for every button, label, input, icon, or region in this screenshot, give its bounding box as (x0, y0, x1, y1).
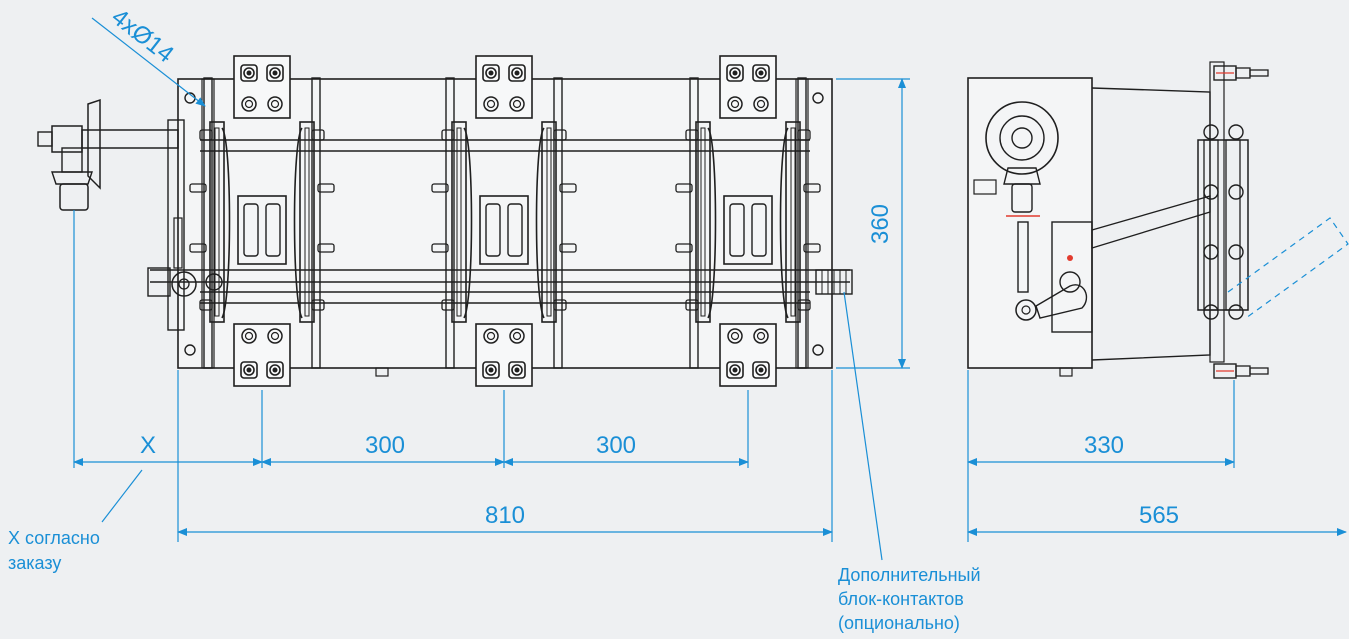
aux-note-line1: Дополнительный (838, 565, 981, 585)
dimensions (73, 17, 1347, 561)
side-housing (967, 77, 1093, 369)
dim-pitch-2: 300 (596, 432, 636, 459)
side-view (967, 61, 1349, 379)
base-plate (177, 78, 833, 369)
hole-callout: 4xØ14 (106, 3, 178, 68)
dim-x-label: X (140, 432, 156, 459)
front-view (37, 56, 853, 386)
dim-height: 360 (867, 204, 894, 244)
mounting-hole-icon (812, 92, 824, 104)
x-note-line2: заказу (8, 553, 61, 573)
dim-side-depth: 330 (1084, 432, 1124, 459)
drive-wheel-icon (985, 101, 1059, 175)
drive-handle (37, 98, 223, 331)
mounting-hole-icon (184, 344, 196, 356)
dim-overall-width: 810 (485, 502, 525, 529)
aux-note-line3: (опционально) (838, 613, 960, 633)
aux-note-line2: блок-контактов (838, 589, 964, 609)
mounting-hole-icon (812, 344, 824, 356)
x-note-line1: X согласно (8, 528, 100, 548)
dim-pitch-1: 300 (365, 432, 405, 459)
dim-side-overall: 565 (1139, 502, 1179, 529)
